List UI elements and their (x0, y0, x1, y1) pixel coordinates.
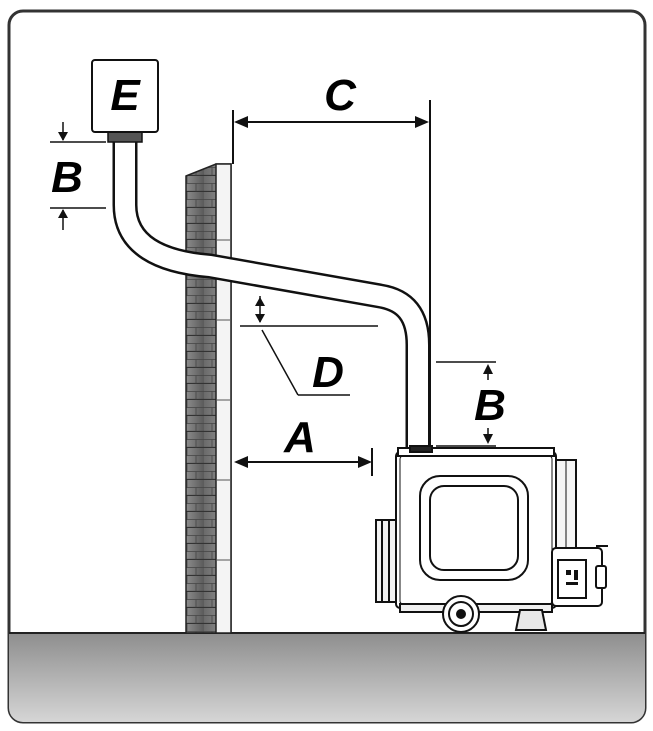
label-a: A (283, 413, 316, 462)
label-c: C (324, 71, 357, 120)
dimension-b-right (436, 361, 496, 447)
dimension-c (232, 100, 431, 452)
label-e: E (110, 71, 141, 120)
dimension-d (240, 296, 378, 396)
heater-unit (375, 445, 608, 633)
dimension-b-top (50, 122, 106, 230)
terminal-box-e: E (91, 59, 159, 133)
label-b-right: B (474, 381, 506, 430)
ground (9, 633, 645, 722)
label-b-top: B (51, 153, 83, 202)
label-d: D (312, 348, 344, 397)
dimension-a (234, 448, 373, 476)
brick-wall (185, 163, 232, 634)
